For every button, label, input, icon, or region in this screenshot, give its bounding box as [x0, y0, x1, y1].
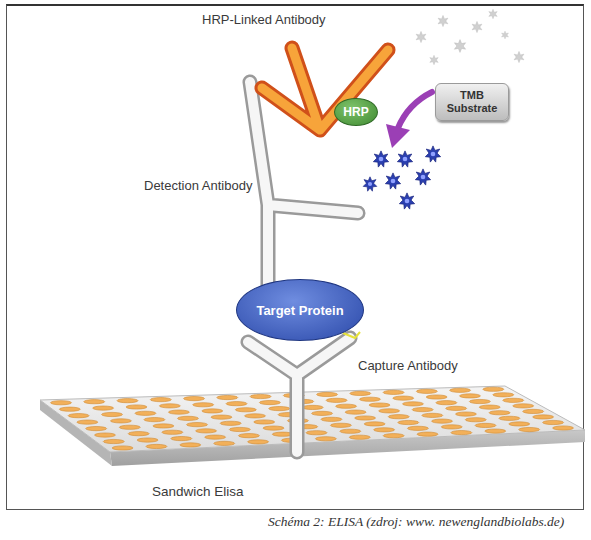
node-text: TMB Substrate	[436, 89, 508, 114]
figure-caption: Schéma 2: ELISA (zdroj: www. newenglandb…	[268, 514, 564, 530]
plate-wells	[51, 387, 574, 450]
antibody-label: HRP-Linked Antibody	[202, 12, 326, 27]
colored-product	[363, 146, 440, 209]
antibody-label: Capture Antibody	[358, 358, 458, 373]
plate-label: Sandwich Elisa	[152, 484, 244, 499]
capture-antibody	[248, 332, 360, 452]
substrate-box: TMB Substrate	[435, 83, 509, 121]
substrate-molecules	[416, 9, 524, 65]
antibody-label: Detection Antibody	[144, 178, 252, 193]
reaction-arrow	[386, 92, 432, 148]
node-text: Target Protein	[256, 303, 343, 318]
hrp-linked-antibody	[262, 48, 388, 130]
target-protein-ellipse: Target Protein	[236, 279, 364, 341]
plate-top	[40, 386, 585, 452]
hrp-enzyme: HRP	[334, 98, 378, 126]
node-text: HRP	[343, 105, 368, 119]
